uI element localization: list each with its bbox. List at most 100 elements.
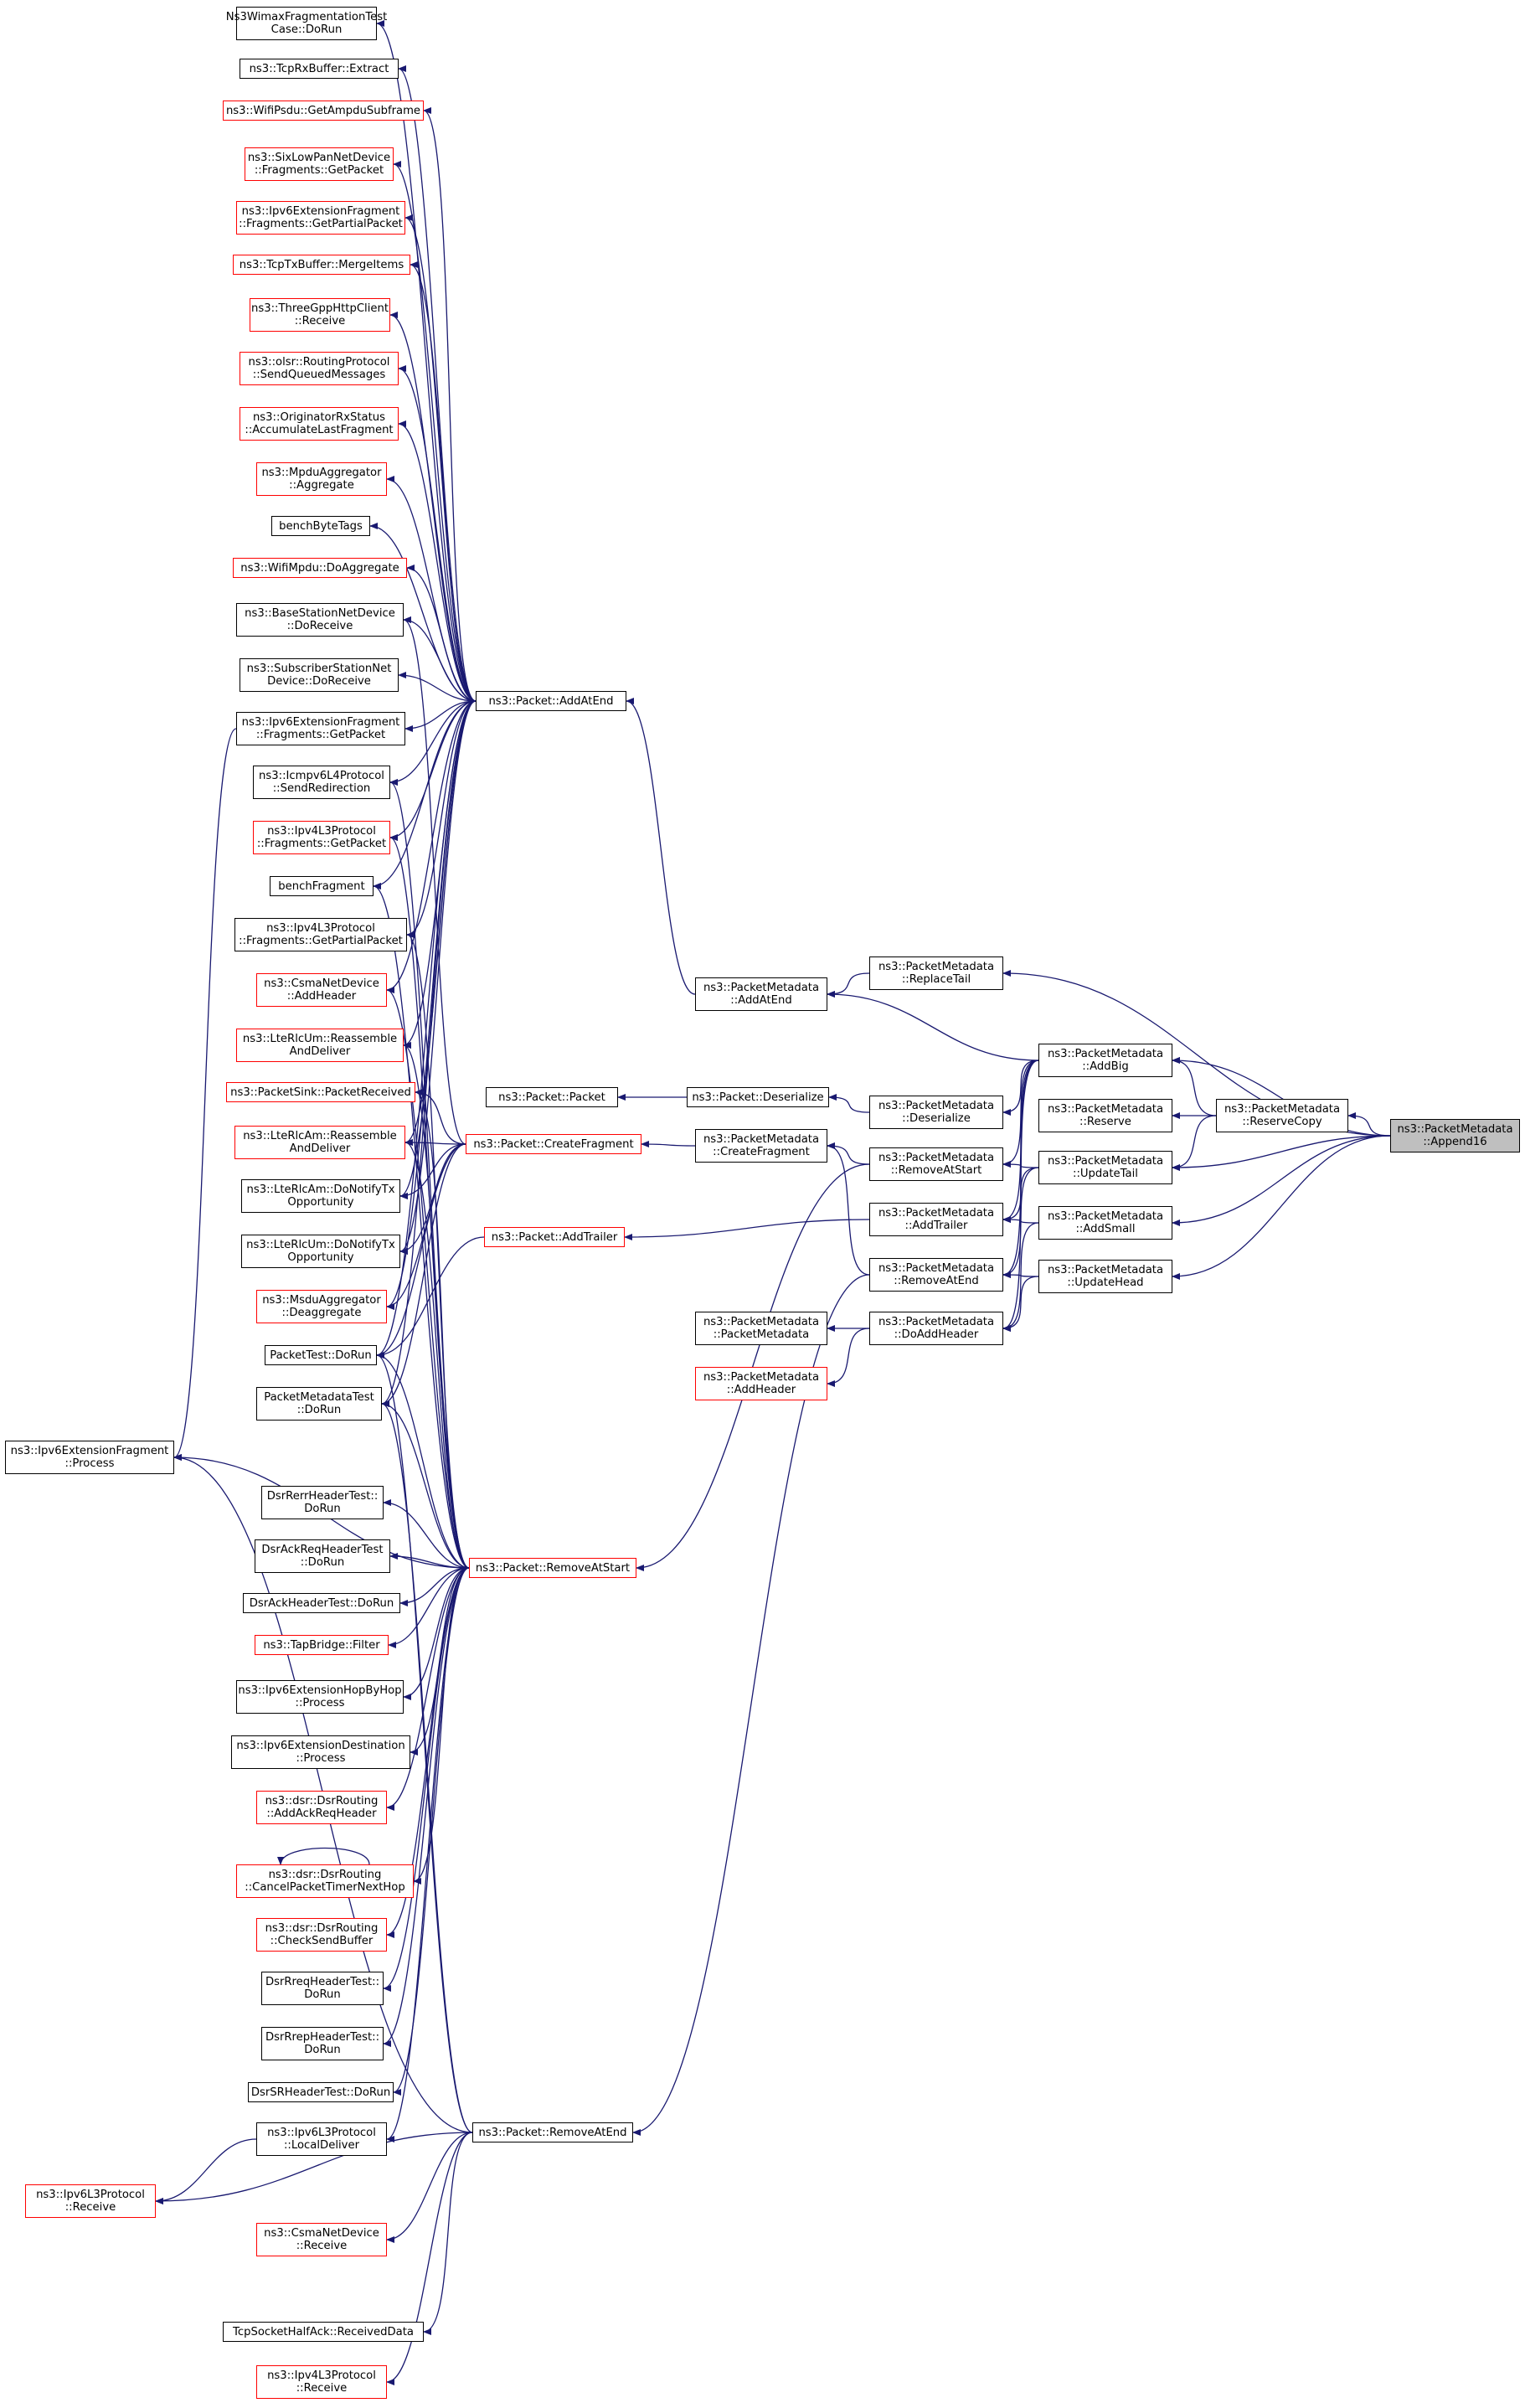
node-ipv4Receive[interactable]: ns3::Ipv4L3Protocol ::Receive	[256, 2365, 387, 2399]
node-bsNetDev[interactable]: ns3::BaseStationNetDevice ::DoReceive	[236, 603, 404, 637]
edge-origRx-to-pktAddAtEnd	[398, 420, 477, 702]
node-pktRemoveAtStart[interactable]: ns3::Packet::RemoveAtStart	[469, 1558, 636, 1578]
edge-ipv4FragPartial-to-pktRemoveAtStart	[406, 931, 470, 1569]
node-pmTest[interactable]: PacketMetadataTest ::DoRun	[256, 1387, 382, 1421]
node-dsrRreq[interactable]: DsrRreqHeaderTest:: DoRun	[261, 1972, 384, 2005]
node-ipv6Dest[interactable]: ns3::Ipv6ExtensionDestination ::Process	[231, 1735, 410, 1769]
node-dsrCheckSend[interactable]: ns3::dsr::DsrRouting ::CheckSendBuffer	[256, 1918, 387, 1952]
edge-pmAddTrailer-to-updateTail	[1002, 1167, 1039, 1223]
node-tapBridge[interactable]: ns3::TapBridge::Filter	[255, 1635, 389, 1655]
node-pmCreateFragment[interactable]: ns3::PacketMetadata ::CreateFragment	[695, 1129, 827, 1163]
edge-ipv6Receive-to-pktRemoveAtEnd	[155, 2132, 473, 2204]
node-pktAddAtEnd[interactable]: ns3::Packet::AddAtEnd	[476, 691, 626, 711]
node-pmRemoveAtStart[interactable]: ns3::PacketMetadata ::RemoveAtStart	[869, 1147, 1003, 1181]
node-pktAddTrailer[interactable]: ns3::Packet::AddTrailer	[484, 1227, 625, 1247]
node-tcpHalfAck[interactable]: TcpSocketHalfAck::ReceivedData	[223, 2322, 424, 2342]
node-pmDoAddHeader[interactable]: ns3::PacketMetadata ::DoAddHeader	[869, 1312, 1003, 1345]
node-ipv6FragGet[interactable]: ns3::Ipv6ExtensionFragment ::Fragments::…	[236, 712, 405, 745]
node-addBig[interactable]: ns3::PacketMetadata ::AddBig	[1038, 1044, 1172, 1077]
edge-tcpTxMerge-to-pktAddAtEnd	[410, 261, 477, 702]
node-reserve[interactable]: ns3::PacketMetadata ::Reserve	[1038, 1099, 1172, 1132]
node-dsrCancel[interactable]: ns3::dsr::DsrRouting ::CancelPacketTimer…	[236, 1864, 414, 1898]
node-benchFragment[interactable]: benchFragment	[270, 876, 374, 896]
node-pmDeserialize[interactable]: ns3::PacketMetadata ::Deserialize	[869, 1096, 1003, 1129]
node-pktDeserialize[interactable]: ns3::Packet::Deserialize	[687, 1087, 829, 1107]
edge-pmDeserialize-to-addBig	[1002, 1060, 1039, 1116]
node-addSmall[interactable]: ns3::PacketMetadata ::AddSmall	[1038, 1206, 1172, 1240]
edge-icmpv6-to-pktAddAtEnd	[389, 700, 477, 786]
node-icmpv6[interactable]: ns3::Icmpv6L4Protocol ::SendRedirection	[253, 766, 390, 799]
node-ipv6FragPartial[interactable]: ns3::Ipv6ExtensionFragment ::Fragments::…	[236, 201, 405, 235]
node-csmaReceive[interactable]: ns3::CsmaNetDevice ::Receive	[256, 2223, 387, 2256]
node-packetTest[interactable]: PacketTest::DoRun	[265, 1345, 377, 1365]
edge-wifiMpdu-to-pktAddAtEnd	[406, 565, 477, 702]
edge-icmpv6-to-pktRemoveAtStart	[389, 779, 470, 1569]
node-pmAddTrailer[interactable]: ns3::PacketMetadata ::AddTrailer	[869, 1203, 1003, 1236]
node-tcpRxExtract[interactable]: ns3::TcpRxBuffer::Extract	[240, 59, 399, 79]
node-origRx[interactable]: ns3::OriginatorRxStatus ::AccumulateLast…	[240, 407, 399, 441]
node-pmAddAtEnd[interactable]: ns3::PacketMetadata ::AddAtEnd	[695, 977, 827, 1011]
node-threeGpp[interactable]: ns3::ThreeGppHttpClient ::Receive	[250, 298, 390, 332]
edge-pmRemoveAtStart-to-updateTail	[1002, 1161, 1039, 1168]
node-replaceTail[interactable]: ns3::PacketMetadata ::ReplaceTail	[869, 956, 1003, 990]
node-sixLow[interactable]: ns3::SixLowPanNetDevice ::Fragments::Get…	[245, 147, 394, 181]
edge-pktRemoveAtStart-to-pmRemoveAtStart	[636, 1163, 870, 1571]
edge-addSmall-to-append16	[1172, 1135, 1391, 1226]
node-ipv6FragProc[interactable]: ns3::Ipv6ExtensionFragment ::Process	[5, 1441, 174, 1474]
node-msduDeagg[interactable]: ns3::MsduAggregator ::Deaggregate	[256, 1290, 387, 1323]
node-wimaxFrag[interactable]: Ns3WimaxFragmentationTest Case::DoRun	[226, 7, 387, 40]
node-wifiPsdu[interactable]: ns3::WifiPsdu::GetAmpduSubframe	[223, 101, 424, 121]
edge-dsrRreq-to-pktRemoveAtStart	[383, 1567, 470, 1992]
node-dsrSR[interactable]: DsrSRHeaderTest::DoRun	[248, 2082, 394, 2102]
edge-ipv6LocalDeliver-to-pktRemoveAtStart	[386, 1567, 470, 2142]
node-updateTail[interactable]: ns3::PacketMetadata ::UpdateTail	[1038, 1151, 1172, 1184]
node-dsrRerr[interactable]: DsrRerrHeaderTest:: DoRun	[261, 1486, 384, 1519]
node-lteAmReasm[interactable]: ns3::LteRlcAm::Reassemble AndDeliver	[234, 1126, 405, 1159]
node-ipv6Receive[interactable]: ns3::Ipv6L3Protocol ::Receive	[25, 2184, 156, 2218]
edge-tapBridge-to-pktRemoveAtStart	[388, 1567, 470, 1648]
node-lteAmNotify[interactable]: ns3::LteRlcAm::DoNotifyTx Opportunity	[241, 1179, 400, 1213]
edge-bsNetDev-to-pktCreateFragment	[403, 616, 466, 1145]
node-pmPacketMetadata[interactable]: ns3::PacketMetadata ::PacketMetadata	[695, 1312, 827, 1345]
edge-lteUmNotify-to-pktCreateFragment	[399, 1143, 466, 1255]
node-pmAddHeader[interactable]: ns3::PacketMetadata ::AddHeader	[695, 1367, 827, 1400]
node-dsrAddAckReq[interactable]: ns3::dsr::DsrRouting ::AddAckReqHeader	[256, 1791, 387, 1824]
node-pktCreateFragment[interactable]: ns3::Packet::CreateFragment	[466, 1134, 641, 1154]
node-ipv6HopByHop[interactable]: ns3::Ipv6ExtensionHopByHop ::Process	[236, 1680, 404, 1714]
edge-packetTest-to-pktAddAtEnd	[376, 700, 477, 1359]
node-csmaAddHeader[interactable]: ns3::CsmaNetDevice ::AddHeader	[256, 973, 387, 1007]
node-dsrAck[interactable]: DsrAckHeaderTest::DoRun	[243, 1593, 400, 1613]
node-olsr[interactable]: ns3::olsr::RoutingProtocol ::SendQueuedM…	[240, 352, 399, 385]
edge-pmAddHeader-to-pmDoAddHeader	[827, 1328, 870, 1387]
edge-addBig-to-reserveCopy	[1172, 1057, 1217, 1116]
node-tcpTxMerge[interactable]: ns3::TcpTxBuffer::MergeItems	[233, 255, 410, 275]
node-wifiMpdu[interactable]: ns3::WifiMpdu::DoAggregate	[233, 558, 407, 578]
node-lteUmReasm[interactable]: ns3::LteRlcUm::Reassemble AndDeliver	[236, 1029, 404, 1062]
node-pktSink[interactable]: ns3::PacketSink::PacketReceived	[226, 1082, 415, 1102]
node-ipv6LocalDeliver[interactable]: ns3::Ipv6L3Protocol ::LocalDeliver	[256, 2122, 387, 2156]
node-benchByteTags[interactable]: benchByteTags	[271, 516, 370, 536]
node-ssNetDev[interactable]: ns3::SubscriberStationNet Device::DoRece…	[240, 658, 399, 692]
edge-bsNetDev-to-pktAddAtEnd	[403, 616, 477, 702]
node-dsrRrep[interactable]: DsrRrepHeaderTest:: DoRun	[261, 2027, 384, 2060]
edge-pktRemoveAtEnd-to-pmRemoveAtEnd	[632, 1274, 870, 2136]
node-ipv4FragGet[interactable]: ns3::Ipv4L3Protocol ::Fragments::GetPack…	[253, 821, 390, 854]
node-append16: ns3::PacketMetadata ::Append16	[1390, 1119, 1520, 1152]
edge-packetTest-to-pktCreateFragment	[376, 1143, 466, 1359]
node-pmRemoveAtEnd[interactable]: ns3::PacketMetadata ::RemoveAtEnd	[869, 1258, 1003, 1292]
node-ipv4FragPartial[interactable]: ns3::Ipv4L3Protocol ::Fragments::GetPart…	[234, 918, 407, 951]
node-pktPacket[interactable]: ns3::Packet::Packet	[486, 1087, 618, 1107]
node-dsrAckReq[interactable]: DsrAckReqHeaderTest ::DoRun	[255, 1539, 390, 1573]
node-pktRemoveAtEnd[interactable]: ns3::Packet::RemoveAtEnd	[472, 2122, 633, 2142]
edge-dsrRerr-to-pktRemoveAtStart	[383, 1499, 470, 1569]
edge-olsr-to-pktAddAtEnd	[398, 365, 477, 702]
edge-packetTest-to-pktAddTrailer	[376, 1236, 485, 1359]
edge-ipv6FragGet-to-pktAddAtEnd	[404, 700, 477, 732]
edge-reserveCopy-to-append16	[1347, 1112, 1391, 1137]
edge-pktSink-to-pktRemoveAtStart	[415, 1089, 470, 1569]
node-updateHead[interactable]: ns3::PacketMetadata ::UpdateHead	[1038, 1260, 1172, 1293]
node-mpduAgg[interactable]: ns3::MpduAggregator ::Aggregate	[256, 462, 387, 496]
node-lteUmNotify[interactable]: ns3::LteRlcUm::DoNotifyTx Opportunity	[241, 1235, 400, 1268]
node-reserveCopy[interactable]: ns3::PacketMetadata ::ReserveCopy	[1216, 1099, 1348, 1132]
